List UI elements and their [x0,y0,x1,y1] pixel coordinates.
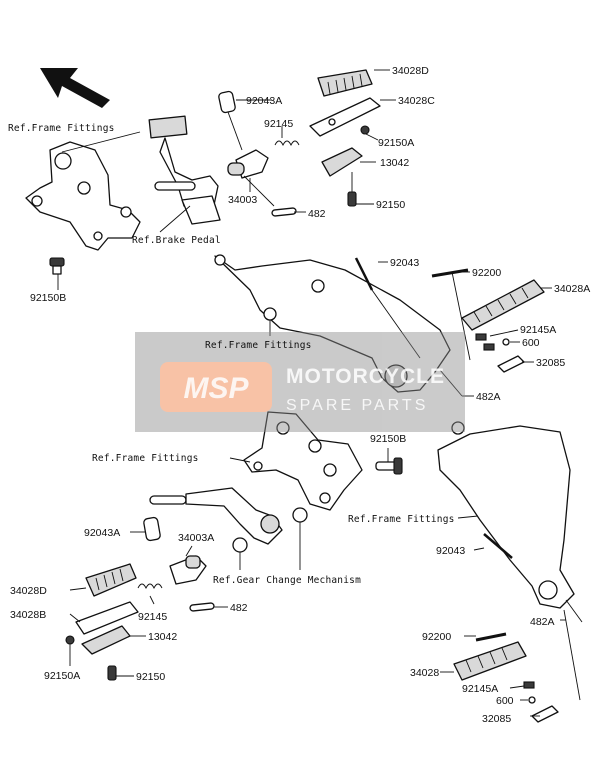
part-label: 92150B [370,433,406,445]
spring-92145-top [274,140,300,147]
bolt-92150B-mid [375,457,403,475]
ref-frame-fittings-2: Ref.Frame Fittings [205,340,312,351]
footpeg-34028B [75,601,139,635]
part-label: 600 [496,695,514,707]
footpeg-34028A [461,279,545,331]
pin-482-top [271,207,297,217]
ball-600-top [502,338,510,346]
ref-frame-fittings-4: Ref.Frame Fittings [348,514,455,525]
spring-92145A-top [475,333,495,351]
part-label: 482 [230,602,248,614]
left-rear-bracket [243,411,363,511]
part-label: 482 [308,208,326,220]
part-label: 92043 [436,545,465,557]
pin-482-low [189,602,215,612]
part-label: 92150A [44,670,80,682]
ball-600-low [528,696,536,704]
part-label: 34028D [10,585,47,597]
pin-482A-low [565,599,583,623]
bolt-92150-top [347,191,357,207]
spring-92145A-low [523,681,535,689]
part-label: 32085 [482,713,511,725]
gear-lever [149,487,308,553]
part-label: 92043A [84,527,120,539]
footpeg-34028D-low [85,563,137,597]
watermark-title: MOTORCYCLE [286,365,445,388]
pin-482A-top [439,369,463,397]
footpeg-34028D-top [317,69,373,97]
pin-92043A-low [143,516,161,542]
footpeg-34028C [309,97,381,137]
part-label: 482A [476,391,501,403]
part-label: 92043A [246,95,282,107]
pin-92200-top [431,268,471,361]
part-label: 92200 [422,631,451,643]
part-label: 34003 [228,194,257,206]
washer-92150A-top [360,125,370,135]
part-label: 92150 [376,199,405,211]
pin-92043-low [483,533,513,559]
washer-92150A-low [65,635,75,645]
cover-13042-top [321,147,363,192]
part-label: 92150 [136,671,165,683]
watermark-subtitle: SPARE PARTS [286,397,428,414]
part-label: 92043 [390,257,419,269]
part-label: 92150B [30,292,66,304]
part-label: 32085 [536,357,565,369]
ref-gear-change-mechanism: Ref.Gear Change Mechanism [213,575,361,586]
part-label: 34003A [178,532,214,544]
left-front-bracket [25,141,141,251]
part-label: 34028C [398,95,435,107]
bolt-92150B-top [49,257,65,275]
ref-frame-fittings-3: Ref.Frame Fittings [92,453,199,464]
part-label: 92145A [520,324,556,336]
watermark-logo-box [160,362,272,412]
ref-brake-pedal: Ref.Brake Pedal [132,235,221,246]
brake-pedal [148,115,221,225]
part-label: 13042 [148,631,177,643]
watermark-box [135,332,465,432]
part-label: 34028B [10,609,46,621]
part-label: 92145A [462,683,498,695]
right-rear-bracket [437,421,575,609]
pin-92200-low [475,632,507,642]
part-label: 13042 [380,157,409,169]
pin-92043-mid [354,257,421,359]
part-label: 34028A [554,283,590,295]
watermark-logo: MSP [183,372,249,405]
pin-92043A-top [218,90,243,151]
ref-frame-fittings-1: Ref.Frame Fittings [8,123,115,134]
watermark [135,332,465,432]
holder-34003 [227,149,275,207]
part-label: 92145 [264,118,293,130]
holder-34003A [169,555,207,585]
part-label: 34028D [392,65,429,77]
bolt-92150-low [107,665,117,681]
part-label: 34028 [410,667,439,679]
plate-32085-low [531,705,559,723]
footpeg-34028 [453,641,527,681]
spring-92145-low [137,583,163,590]
part-label: 92150A [378,137,414,149]
plate-32085-top [497,355,525,373]
leader-lines [57,69,581,717]
part-label: 482A [530,616,555,628]
direction-arrow-icon [40,68,110,108]
part-label: 92145 [138,611,167,623]
part-label: 92200 [472,267,501,279]
right-upper-bracket [214,254,451,393]
part-label: 600 [522,337,540,349]
